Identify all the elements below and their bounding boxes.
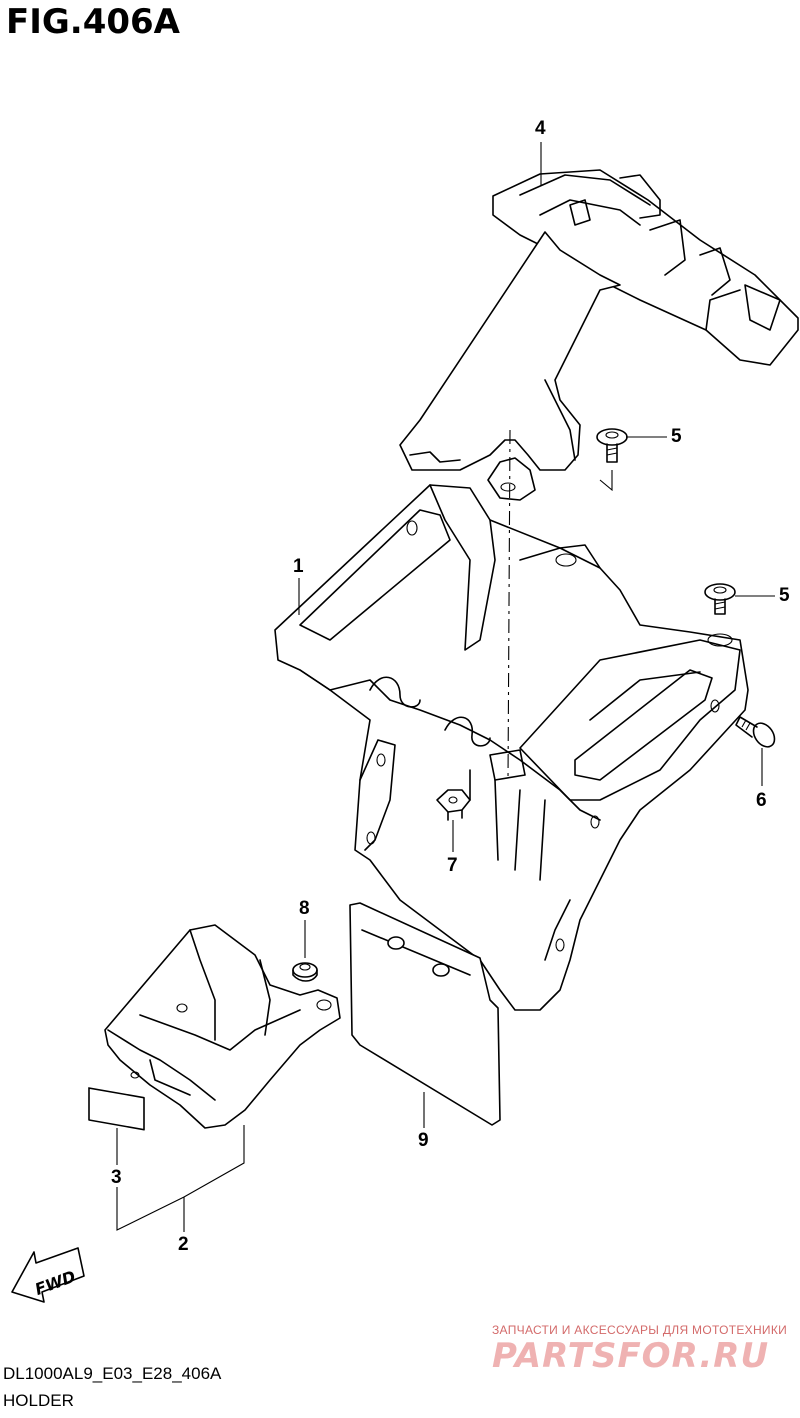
diagram-code: DL1000AL9_E03_E28_406A	[3, 1364, 222, 1383]
part-3-label	[88, 1087, 145, 1131]
watermark-tagline: ЗАПЧАСТИ И АКСЕССУАРЫ ДЛЯ МОТОТЕХНИКИ	[492, 1323, 788, 1337]
callout-5-right: 5	[779, 585, 790, 606]
callout-9: 9	[418, 1130, 429, 1151]
callout-6: 6	[756, 790, 767, 811]
part-5-screw-right	[704, 583, 736, 615]
callout-8: 8	[299, 898, 310, 919]
callout-7: 7	[447, 855, 458, 876]
callout-4: 4	[535, 118, 546, 139]
alignment-line	[507, 429, 511, 781]
callout-5-upper: 5	[671, 426, 682, 447]
callout-2: 2	[178, 1234, 189, 1255]
part-2-cover	[104, 924, 341, 1129]
part-6-bolt	[735, 716, 776, 748]
callout-1: 1	[293, 556, 304, 577]
figure-title: FIG.406A	[6, 2, 180, 42]
diagram-name: HOLDER	[3, 1391, 74, 1410]
part-8-grommet	[292, 962, 318, 982]
leader-lines	[116, 142, 775, 1232]
watermark-logo: PARTSFOR.RU	[492, 1336, 770, 1376]
callout-3: 3	[111, 1167, 122, 1188]
part-7-clip-nut	[436, 789, 471, 821]
part-9-mud-flap	[349, 902, 501, 1126]
part-4-holder-tray	[399, 169, 799, 501]
fwd-arrow-icon: FWD	[11, 1247, 85, 1303]
part-1-rear-fender	[274, 484, 749, 1011]
part-5-screw-upper	[596, 428, 628, 492]
